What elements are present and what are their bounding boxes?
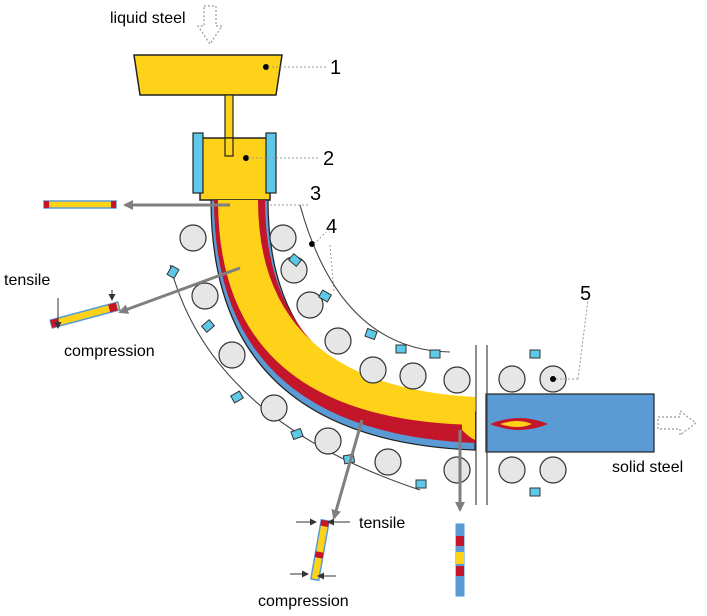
label-solid-steel: solid steel <box>612 459 683 476</box>
label-tensile-bottom: tensile <box>359 515 405 532</box>
mold <box>192 132 318 201</box>
outer-frame <box>169 264 421 491</box>
solid-strand <box>485 393 655 453</box>
callout-2: 2 <box>323 148 334 170</box>
cross-section-top <box>43 200 117 209</box>
callout-5: 5 <box>580 283 591 305</box>
right-arrow-icon <box>657 409 697 437</box>
cross-section-exit <box>455 523 465 597</box>
roll-icon <box>179 224 567 484</box>
callout-3: 3 <box>310 183 321 205</box>
tundish <box>133 54 327 156</box>
label-liquid-steel: liquid steel <box>110 10 186 27</box>
label-compression-left: compression <box>64 343 155 360</box>
section-arrow-left <box>118 266 241 314</box>
down-arrow-icon <box>196 5 224 46</box>
cross-section-left <box>49 301 121 329</box>
label-tensile-left: tensile <box>4 272 50 289</box>
inner-frame <box>299 204 451 353</box>
cross-section-bottom <box>309 518 331 582</box>
callout-5-dot <box>550 376 556 382</box>
label-compression-bottom: compression <box>258 593 349 610</box>
callout-1: 1 <box>330 57 341 79</box>
spray-nozzle-icon <box>166 253 541 497</box>
steel-strand <box>210 199 476 451</box>
callout-4: 4 <box>326 216 337 238</box>
section-arrow-bottom <box>331 419 364 520</box>
